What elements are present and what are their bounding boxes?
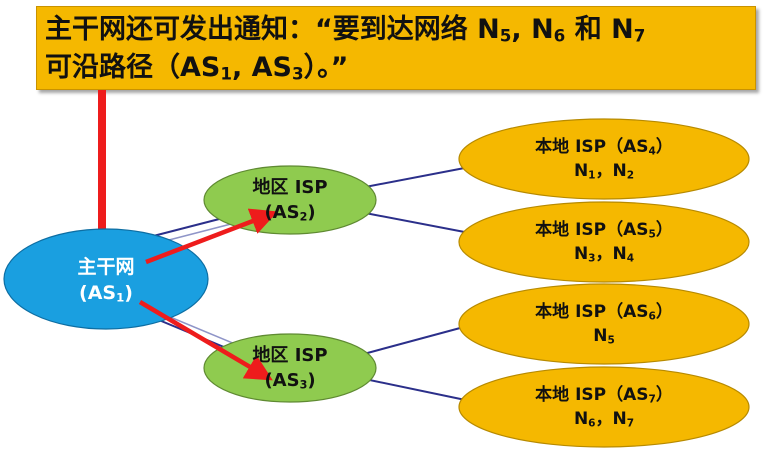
subscript: 4: [648, 145, 656, 158]
announcement-text: , N: [511, 14, 554, 45]
network-text: N: [593, 326, 608, 346]
node-name: 本地 ISP（AS6）: [469, 300, 739, 324]
node-networks: N1，N2: [469, 159, 739, 183]
as-text: ）: [655, 385, 673, 405]
link-as3-to-as7: [359, 377, 476, 403]
subscript: 6: [553, 25, 566, 46]
subscript: 2: [299, 210, 308, 224]
announcement-text: 可沿路径（AS: [45, 52, 221, 83]
separator: ，: [595, 244, 613, 264]
subscript: 1: [220, 63, 232, 84]
announcement-text: ）。”: [303, 52, 349, 83]
local-isp-as7-shape: [458, 366, 750, 448]
as-text: 本地 ISP（AS: [535, 137, 649, 157]
announcement-text: , AS: [232, 52, 292, 83]
arrow-backbone-to-as3: [138, 300, 273, 381]
subscript: 6: [588, 417, 596, 430]
as-text: ): [307, 370, 316, 391]
subscript: 5: [648, 228, 656, 241]
subscript: 7: [648, 393, 656, 406]
as-text: 本地 ISP（AS: [535, 302, 649, 322]
node-name: 本地 ISP（AS4）: [469, 135, 739, 159]
as-text: ）: [655, 220, 673, 240]
announcement-connector: [98, 90, 106, 235]
as-text: (AS: [79, 282, 117, 304]
link-as2-to-as4: [359, 165, 476, 189]
arrow-backbone-to-as2: [145, 208, 278, 265]
subscript: 1: [588, 169, 596, 182]
region-isp-as3-shape: [203, 333, 377, 403]
node-name: 地区 ISP: [252, 345, 328, 366]
as-text: ): [124, 282, 133, 304]
region-isp-as3-label: 地区 ISP (AS3): [204, 343, 376, 393]
as-text: (AS: [264, 370, 300, 391]
local-isp-as6-shape: [458, 283, 750, 365]
local-isp-as6-label: 本地 ISP（AS6） N5: [469, 300, 739, 348]
announcement-line-2: 可沿路径（AS1, AS3）。”: [45, 49, 755, 87]
subscript: 3: [292, 63, 304, 84]
node-name: 地区 ISP: [252, 177, 328, 198]
network-text: N: [612, 409, 627, 429]
node-networks: N6，N7: [469, 407, 739, 431]
local-isp-as5-label: 本地 ISP（AS5） N3，N4: [469, 218, 739, 266]
node-name: 主干网: [77, 256, 135, 278]
node-name: 本地 ISP（AS5）: [469, 218, 739, 242]
subscript: 4: [626, 252, 635, 265]
subscript: 7: [626, 417, 635, 430]
local-isp-as5-shape: [458, 201, 750, 283]
as-text: ）: [655, 302, 673, 322]
subscript: 5: [607, 334, 615, 347]
backbone-shape: [3, 228, 209, 330]
node-networks: N3，N4: [469, 242, 739, 266]
as-text: 本地 ISP（AS: [535, 220, 649, 240]
announcement-text: 主干网还可发出通知：“要到达网络 N: [45, 14, 500, 45]
subscript: 2: [626, 169, 635, 182]
as-text: 本地 ISP（AS: [535, 385, 649, 405]
local-isp-as4-shape: [458, 118, 750, 200]
network-text: N: [612, 244, 627, 264]
subscript: 7: [633, 25, 646, 46]
subscript: 3: [299, 378, 308, 392]
node-networks: N5: [469, 324, 739, 348]
local-isp-as4-label: 本地 ISP（AS4） N1，N2: [469, 135, 739, 183]
announcement-banner: 主干网还可发出通知：“要到达网络 N5, N6 和 N7 可沿路径（AS1, A…: [36, 6, 756, 90]
link-as3-to-as6: [359, 323, 476, 356]
as-text: ): [307, 202, 316, 223]
backbone-label: 主干网 (AS1): [4, 254, 208, 306]
as-text: ）: [655, 137, 673, 157]
network-text: N: [573, 409, 589, 429]
subscript: 6: [648, 310, 656, 323]
subscript: 5: [499, 25, 512, 46]
separator: ，: [595, 409, 613, 429]
announcement-line-1: 主干网还可发出通知：“要到达网络 N5, N6 和 N7: [45, 11, 755, 49]
subscript: 3: [588, 252, 596, 265]
region-isp-as2-label: 地区 ISP (AS2): [204, 175, 376, 225]
node-name: 本地 ISP（AS7）: [469, 383, 739, 407]
link-as2-to-as5: [359, 211, 476, 235]
node-as: (AS3): [204, 368, 376, 393]
separator: ，: [595, 161, 613, 181]
network-text: N: [612, 161, 627, 181]
network-text: N: [573, 161, 589, 181]
node-as: (AS1): [4, 280, 208, 306]
region-isp-as2-shape: [203, 165, 377, 235]
network-text: N: [573, 244, 589, 264]
local-isp-as7-label: 本地 ISP（AS7） N6，N7: [469, 383, 739, 431]
subscript: 1: [116, 290, 125, 305]
announcement-text: 和 N: [565, 14, 634, 45]
as-text: (AS: [264, 202, 300, 223]
node-as: (AS2): [204, 200, 376, 225]
